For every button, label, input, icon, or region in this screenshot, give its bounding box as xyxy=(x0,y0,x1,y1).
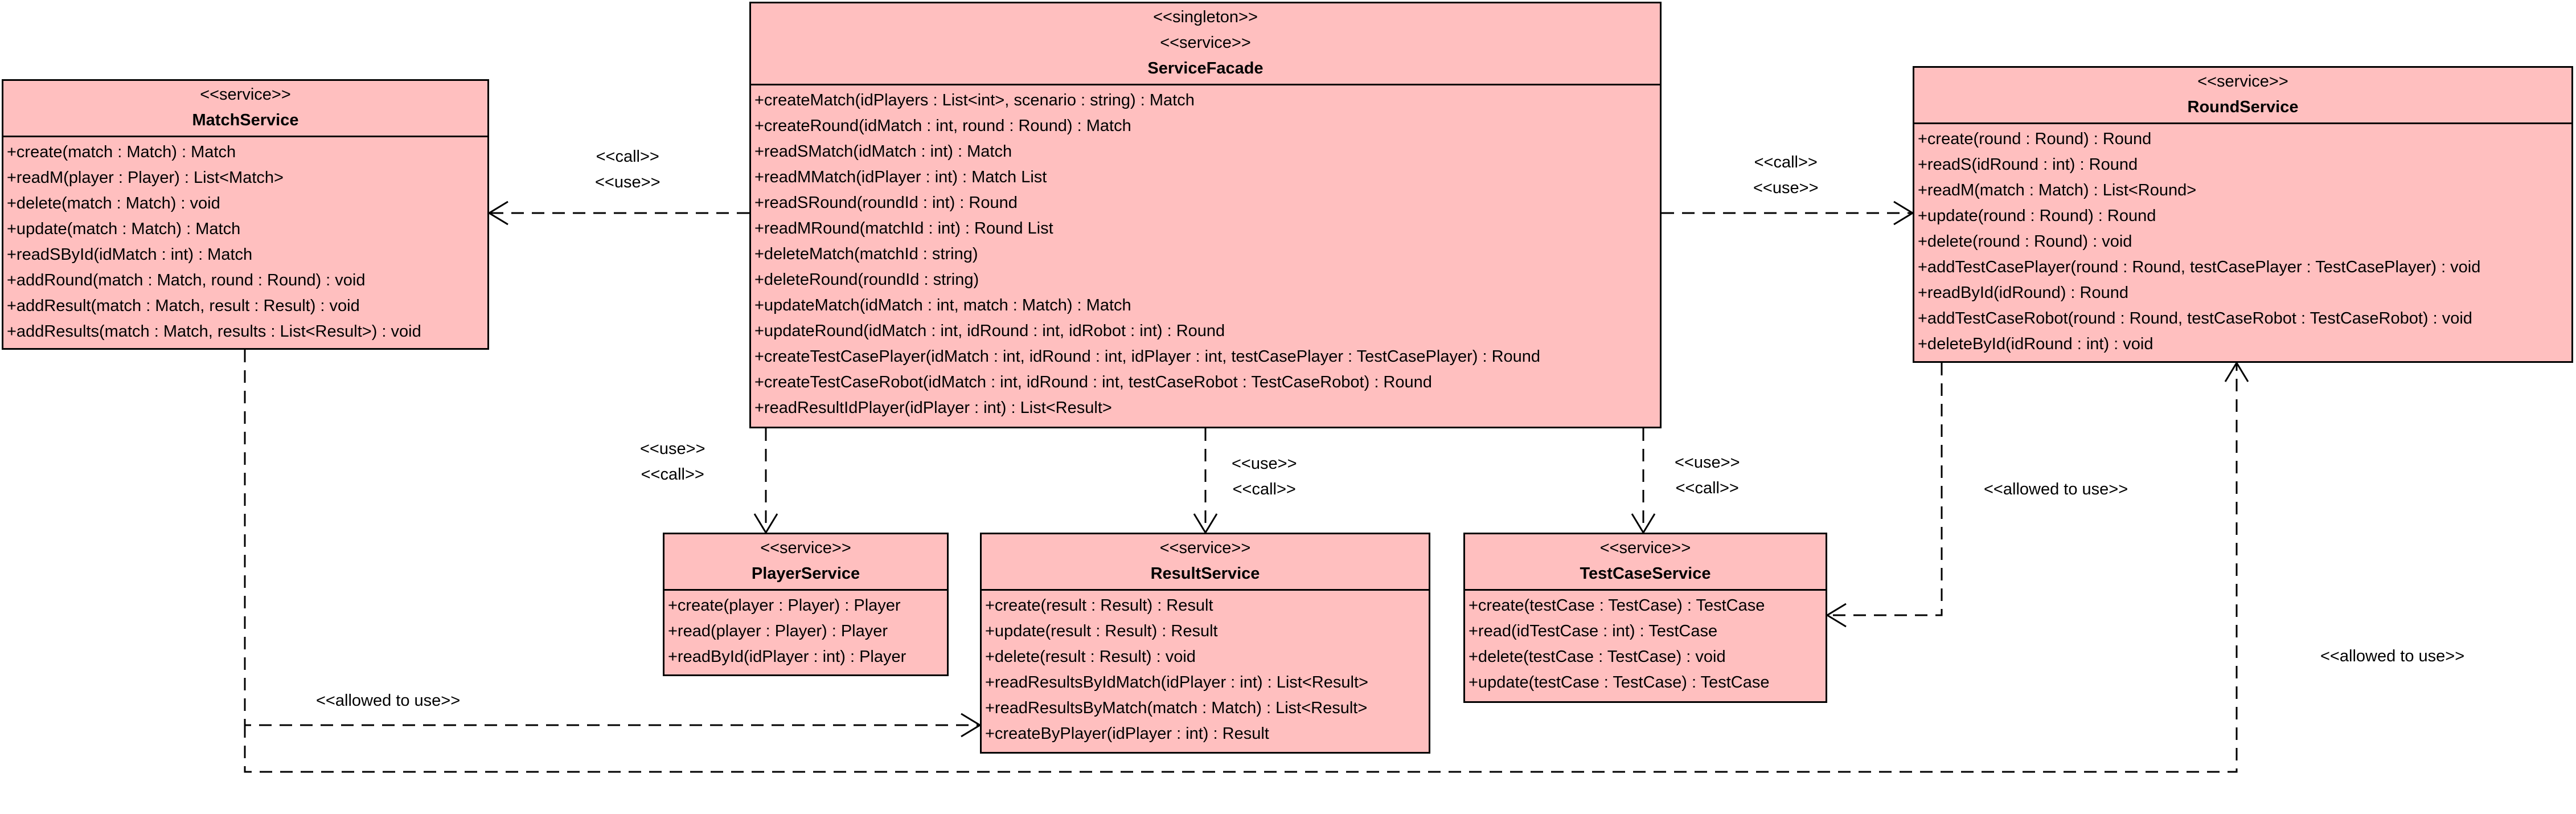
operation: +createByPlayer(idPlayer : int) : Result xyxy=(985,725,1269,743)
operation: +read(player : Player) : Player xyxy=(668,622,888,640)
operation: +deleteById(idRound : int) : void xyxy=(1918,335,2153,353)
operation: +createRound(idMatch : int, round : Roun… xyxy=(754,117,1131,135)
match-service-header: <<service>> MatchService xyxy=(3,81,487,137)
operation: +delete(testCase : TestCase) : void xyxy=(1469,648,1726,666)
operation: +deleteRound(roundId : string) xyxy=(754,271,979,289)
label-line: <<use>> xyxy=(640,440,705,458)
operation: +readSMatch(idMatch : int) : Match xyxy=(754,142,1012,161)
label-line: <<use>> xyxy=(595,173,661,191)
operation: +delete(result : Result) : void xyxy=(985,648,1196,666)
operation: +createMatch(idPlayers : List<int>, scen… xyxy=(754,91,1195,109)
arrowhead-testcase-side xyxy=(1826,603,1847,628)
operation: +readS(idRound : int) : Round xyxy=(1918,156,2138,174)
class-name: TestCaseService xyxy=(1580,565,1711,583)
result-service-class[interactable]: <<service>> ResultService +create(result… xyxy=(980,533,1430,754)
class-name: PlayerService xyxy=(751,565,860,583)
testcase-service-header: <<service>> TestCaseService xyxy=(1465,534,1826,591)
operation: +deleteMatch(matchId : string) xyxy=(754,245,978,263)
label-line: <<use>> xyxy=(1232,455,1297,473)
class-name: MatchService xyxy=(192,111,299,129)
service-facade-class[interactable]: <<singleton>> <<service>> ServiceFacade … xyxy=(749,2,1662,428)
round-service-header: <<service>> RoundService xyxy=(1914,68,2571,124)
operation: +update(match : Match) : Match xyxy=(7,220,241,238)
operation: +updateRound(idMatch : int, idRound : in… xyxy=(754,322,1225,340)
result-service-header: <<service>> ResultService xyxy=(982,534,1429,591)
operation: +readM(player : Player) : List<Match> xyxy=(7,169,284,187)
operations-list: +create(testCase : TestCase) : TestCase … xyxy=(1465,591,1826,696)
round-service-class[interactable]: <<service>> RoundService +create(round :… xyxy=(1913,66,2573,363)
label-line: <<call>> xyxy=(641,465,704,484)
class-name: ResultService xyxy=(1150,565,1260,583)
player-service-class[interactable]: <<service>> PlayerService +create(player… xyxy=(663,533,949,676)
operation: +readMMatch(idPlayer : int) : Match List xyxy=(754,168,1047,186)
edge-label-facade-player: <<use>> <<call>> xyxy=(640,436,705,488)
operation: +readById(idRound) : Round xyxy=(1918,284,2128,302)
operation: +update(testCase : TestCase) : TestCase xyxy=(1469,673,1770,692)
operation: +update(result : Result) : Result xyxy=(985,622,1218,640)
operation: +create(round : Round) : Round xyxy=(1918,130,2152,148)
operation: +readById(idPlayer : int) : Player xyxy=(668,648,906,666)
operations-list: +createMatch(idPlayers : List<int>, scen… xyxy=(751,85,1660,421)
stereotype-service: <<service>> xyxy=(200,85,291,104)
stereotype-service: <<service>> xyxy=(1160,34,1251,52)
operation: +readSRound(roundId : int) : Round xyxy=(754,194,1018,212)
arrowhead-round-bottom xyxy=(2224,361,2249,382)
operation: +addTestCaseRobot(round : Round, testCas… xyxy=(1918,309,2472,328)
label-line: <<use>> xyxy=(1675,453,1740,472)
operation: +readSById(idMatch : int) : Match xyxy=(7,246,253,264)
edge-label-facade-testcase: <<use>> <<call>> xyxy=(1675,450,1740,501)
label-line: <<call>> xyxy=(1232,480,1296,498)
operation: +create(match : Match) : Match xyxy=(7,143,236,161)
service-facade-header: <<singleton>> <<service>> ServiceFacade xyxy=(751,3,1660,85)
stereotype-service: <<service>> xyxy=(760,539,851,557)
operation: +addRound(match : Match, round : Round) … xyxy=(7,271,366,289)
operation: +createTestCaseRobot(idMatch : int, idRo… xyxy=(754,373,1432,391)
label-line: <<call>> xyxy=(1675,479,1739,497)
edge-label-match-round: <<allowed to use>> xyxy=(2320,647,2465,665)
edge-label-facade-round: <<call>> <<use>> xyxy=(1753,150,1819,201)
operation: +readMRound(matchId : int) : Round List xyxy=(754,219,1053,238)
operation: +read(idTestCase : int) : TestCase xyxy=(1469,622,1718,640)
stereotype-service: <<service>> xyxy=(1599,539,1691,557)
label-line: <<call>> xyxy=(596,148,659,166)
operations-list: +create(round : Round) : Round +readS(id… xyxy=(1914,124,2571,357)
operation: +readResultIdPlayer(idPlayer : int) : Li… xyxy=(754,399,1112,417)
operation: +updateMatch(idMatch : int, match : Matc… xyxy=(754,296,1131,314)
label-line: <<use>> xyxy=(1753,179,1819,197)
operations-list: +create(result : Result) : Result +updat… xyxy=(982,591,1429,747)
operation: +create(testCase : TestCase) : TestCase xyxy=(1469,596,1765,615)
arrowhead-match xyxy=(487,201,508,226)
edge-match-to-round xyxy=(244,365,2238,773)
operation: +delete(match : Match) : void xyxy=(7,194,220,212)
operations-list: +create(match : Match) : Match +readM(pl… xyxy=(3,137,487,345)
stereotype-service: <<service>> xyxy=(2197,72,2288,91)
operation: +create(result : Result) : Result xyxy=(985,596,1213,615)
operation: +update(round : Round) : Round xyxy=(1918,207,2156,225)
operations-list: +create(player : Player) : Player +read(… xyxy=(664,591,947,670)
class-name: ServiceFacade xyxy=(1147,59,1264,77)
operation: +readResultsByIdMatch(idPlayer : int) : … xyxy=(985,673,1368,692)
edge-round-to-testcase xyxy=(1829,363,1943,616)
operation: +createTestCasePlayer(idMatch : int, idR… xyxy=(754,347,1541,366)
edge-label-facade-result: <<use>> <<call>> xyxy=(1232,451,1297,502)
operation: +create(player : Player) : Player xyxy=(668,596,901,615)
operation: +addTestCasePlayer(round : Round, testCa… xyxy=(1918,258,2481,276)
stereotype-singleton: <<singleton>> xyxy=(1153,8,1258,26)
operation: +addResults(match : Match, results : Lis… xyxy=(7,322,421,341)
operation: +readResultsByMatch(match : Match) : Lis… xyxy=(985,699,1368,717)
operation: +delete(round : Round) : void xyxy=(1918,232,2132,251)
class-name: RoundService xyxy=(2187,98,2299,116)
edge-label-round-testcase: <<allowed to use>> xyxy=(1984,480,2128,498)
label-line: <<call>> xyxy=(1754,153,1818,171)
match-service-class[interactable]: <<service>> MatchService +create(match :… xyxy=(2,79,489,350)
operation: +readM(match : Match) : List<Round> xyxy=(1918,181,2197,199)
player-service-header: <<service>> PlayerService xyxy=(664,534,947,591)
edge-label-facade-match: <<call>> <<use>> xyxy=(595,144,661,195)
edge-label-match-result: <<allowed to use>> xyxy=(316,692,461,710)
stereotype-service: <<service>> xyxy=(1159,539,1251,557)
operation: +addResult(match : Match, result : Resul… xyxy=(7,297,360,315)
testcase-service-class[interactable]: <<service>> TestCaseService +create(test… xyxy=(1463,533,1827,703)
